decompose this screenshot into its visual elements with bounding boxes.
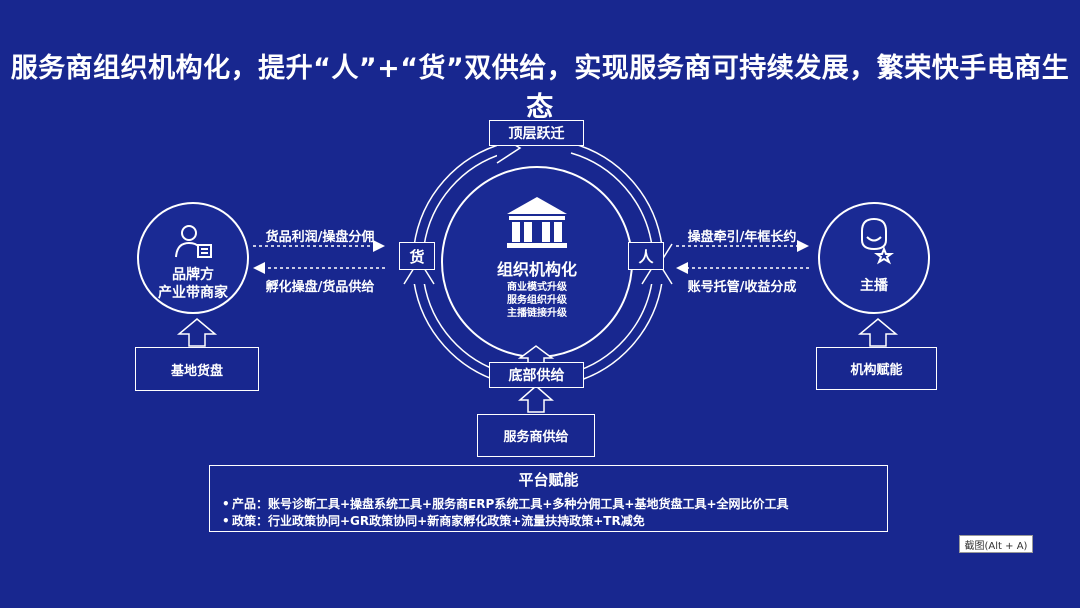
- top-label-text: 顶层跃迁: [508, 126, 565, 142]
- platform-title: 平台赋能: [518, 471, 579, 489]
- base-goods-label: 基地货盘: [170, 363, 223, 379]
- center-line-3: 主播链接升级: [507, 308, 567, 319]
- left-node-line1: 品牌方: [172, 267, 214, 283]
- platform-box: 平台赋能 产品：账号诊断工具+操盘系统工具+服务商ERP系统工具+多种分佣工具+…: [209, 465, 888, 532]
- provider-supply-label: 服务商供给: [503, 430, 569, 445]
- bottom-label-text: 底部供给: [508, 368, 565, 384]
- bottom-label: 底部供给: [489, 362, 584, 388]
- right-arrow-bottom-label: 账号托管/收益分成: [687, 280, 797, 295]
- platform-item-product: 产品：账号诊断工具+操盘系统工具+服务商ERP系统工具+多种分佣工具+基地货盘工…: [222, 496, 887, 513]
- right-tag-text: 人: [638, 247, 654, 266]
- right-tag: 人: [628, 242, 664, 270]
- bank-icon: [507, 197, 567, 248]
- left-arrow-top-label: 货品利润/操盘分佣: [265, 230, 375, 245]
- person-badge-icon: [175, 225, 212, 258]
- left-tag: 货: [399, 242, 435, 270]
- right-node-circle: [818, 202, 930, 314]
- up-arrow-center-bottom: [518, 385, 554, 413]
- top-label: 顶层跃迁: [489, 120, 584, 146]
- up-arrow-left: [176, 318, 218, 347]
- provider-supply-box: 服务商供给: [477, 414, 595, 457]
- up-arrow-right: [857, 318, 899, 347]
- org-empower-box: 机构赋能: [816, 347, 937, 390]
- center-line-1: 商业模式升级: [507, 282, 567, 293]
- left-node-line2: 产业带商家: [158, 285, 228, 301]
- screenshot-button[interactable]: 截图(Alt + A): [959, 535, 1033, 553]
- streamer-star-icon: [861, 217, 894, 265]
- platform-item-policy: 政策：行业政策协同+GR政策协同+新商家孵化政策+流量扶持政策+TR减免: [222, 513, 887, 530]
- platform-list: 产品：账号诊断工具+操盘系统工具+服务商ERP系统工具+多种分佣工具+基地货盘工…: [210, 496, 887, 530]
- left-arrow-bottom-label: 孵化操盘/货品供给: [265, 280, 375, 295]
- base-goods-box: 基地货盘: [135, 347, 259, 391]
- center-line-2: 服务组织升级: [507, 295, 567, 306]
- right-node-line1: 主播: [860, 278, 888, 294]
- center-title: 组织机构化: [496, 260, 577, 279]
- org-empower-label: 机构赋能: [850, 363, 903, 378]
- left-node-circle: [137, 202, 249, 314]
- left-tag-text: 货: [409, 247, 425, 266]
- right-arrow-top-label: 操盘牵引/年框长约: [687, 230, 797, 245]
- page-title: 服务商组织机构化，提升“人”+“货”双供给，实现服务商可持续发展，繁荣快手电商生…: [10, 53, 1070, 123]
